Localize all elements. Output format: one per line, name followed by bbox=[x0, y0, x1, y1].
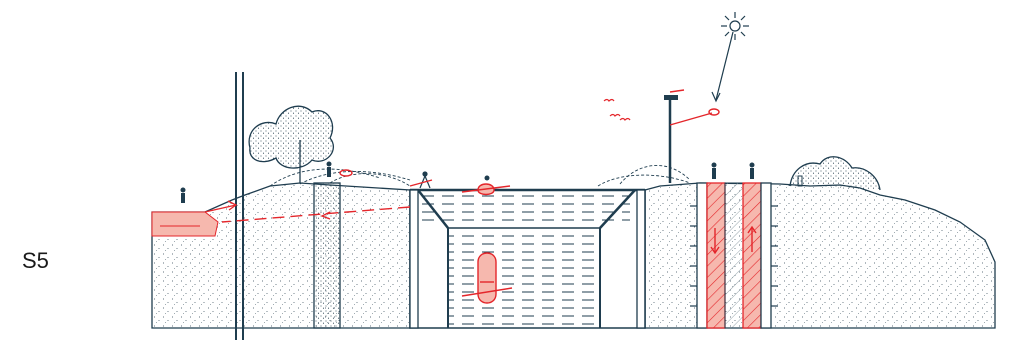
right-bush bbox=[790, 157, 880, 190]
bird-icon bbox=[604, 100, 630, 121]
left-column bbox=[314, 183, 340, 328]
cloud-tree-icon bbox=[249, 106, 333, 183]
wind-turbine-icon bbox=[664, 90, 719, 183]
left-ground bbox=[152, 183, 410, 328]
middle-column bbox=[725, 183, 743, 328]
cold-column bbox=[697, 183, 707, 328]
left-pond bbox=[152, 212, 218, 236]
sun-icon bbox=[712, 12, 749, 101]
right-wall bbox=[637, 190, 645, 328]
tripod-icon bbox=[420, 172, 430, 188]
left-wall bbox=[410, 190, 418, 328]
